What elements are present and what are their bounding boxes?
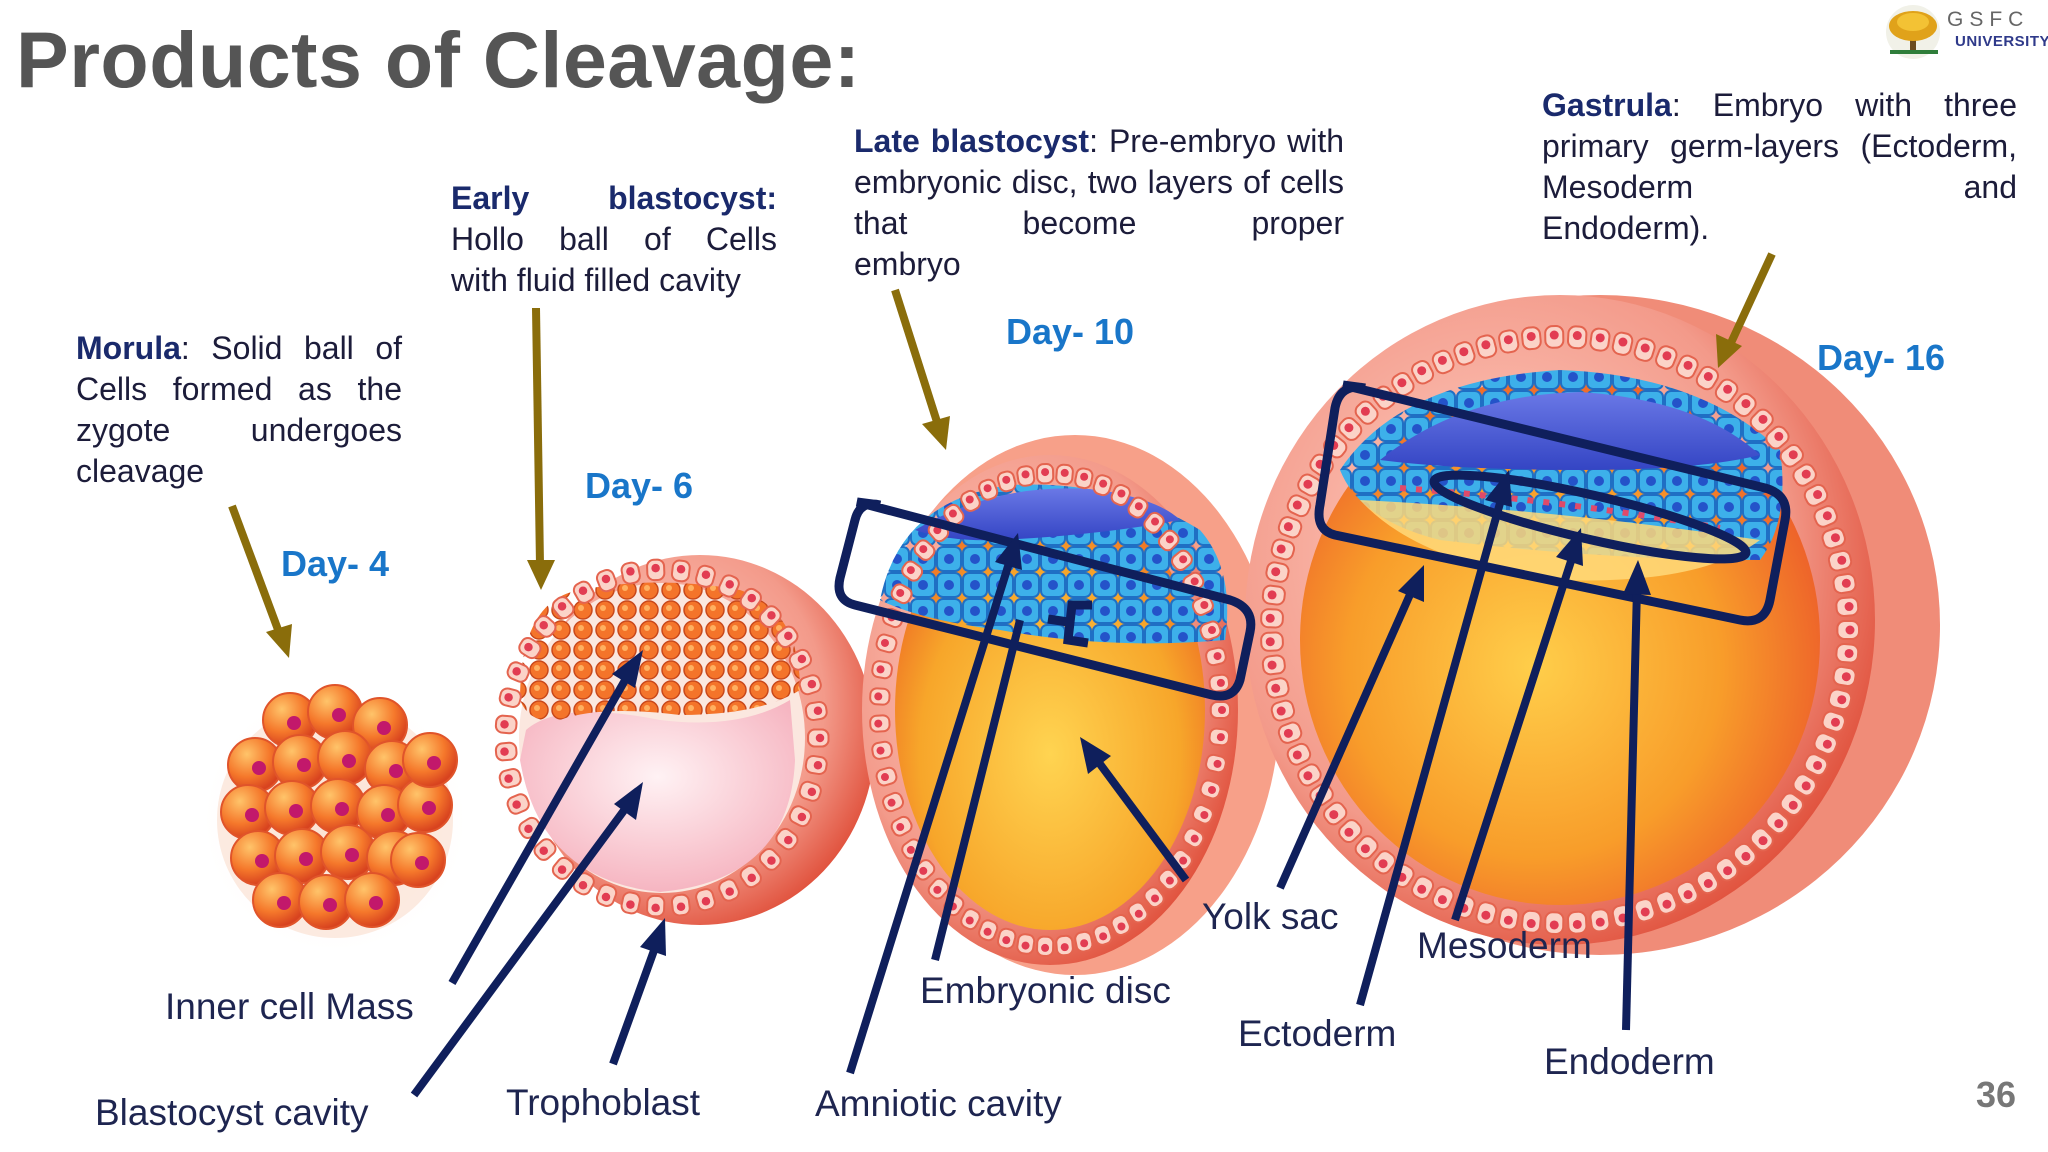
late-blastocyst-arrowhead bbox=[922, 416, 950, 450]
ectoderm-arrow bbox=[1276, 588, 1416, 890]
blastocyst-cavity-label: Blastocyst cavity bbox=[95, 1092, 369, 1133]
embryonic-disc-label: Embryonic disc bbox=[920, 970, 1171, 1011]
late-blastocyst-text-last: embryo bbox=[854, 246, 961, 282]
morula-text-last: cleavage bbox=[76, 453, 205, 489]
early-blastocyst-drawing bbox=[494, 555, 875, 925]
late-blastocyst-term: Late blastocyst bbox=[854, 123, 1090, 159]
early-blastocyst-text: Hollo ball of Cells bbox=[451, 221, 777, 257]
logo-line2: UNIVERSITY bbox=[1955, 33, 2048, 50]
endoderm-arrow bbox=[1622, 587, 1641, 1031]
morula-arrow bbox=[228, 504, 284, 637]
morula-text: : Solid ball of Cells formed as the zygo… bbox=[76, 330, 402, 448]
gastrula-arrowhead bbox=[1716, 334, 1742, 368]
morula-term: Morula bbox=[76, 330, 181, 366]
day-4-label: Day- 4 bbox=[281, 543, 390, 584]
late-blastocyst-drawing bbox=[862, 435, 1280, 975]
gastrula-description: Gastrula: Embryo with three primary germ… bbox=[1542, 85, 2017, 249]
gastrula-text: : Embryo with three primary germ-layers … bbox=[1542, 87, 2017, 205]
inner-cell-mass-label: Inner cell Mass bbox=[165, 986, 414, 1027]
gastrula-term: Gastrula bbox=[1542, 87, 1672, 123]
day-16-label: Day- 16 bbox=[1817, 337, 1946, 378]
page-number: 36 bbox=[1975, 1074, 2016, 1115]
embryonic-disc-arrow bbox=[931, 619, 1024, 961]
inner-cell-mass-arrow bbox=[448, 673, 632, 985]
late-blastocyst-arrow bbox=[891, 288, 942, 427]
ectoderm-label: Ectoderm bbox=[1238, 1013, 1397, 1054]
trophoblast-label: Trophoblast bbox=[506, 1082, 701, 1123]
blastocyst-cavity-arrow bbox=[410, 802, 632, 1098]
tree-logo-icon bbox=[1886, 5, 1940, 59]
late-blastocyst-text: : Pre-embryo with embryonic disc, two la… bbox=[854, 123, 1345, 241]
yolk-sac-arrow bbox=[1093, 757, 1190, 883]
morula-description: Morula: Solid ball of Cells formed as th… bbox=[76, 328, 402, 492]
late-blastocyst-description: Late blastocyst: Pre-embryo with embryon… bbox=[854, 121, 1344, 285]
amniotic-cavity-arrow bbox=[846, 558, 1014, 1075]
logo-line1: GSFC bbox=[1947, 8, 2030, 31]
gastrula-text-last: Endoderm). bbox=[1542, 210, 1710, 246]
germ-layer-ellipse bbox=[1429, 470, 1751, 564]
pointer-arrows bbox=[410, 470, 1651, 1098]
day-10-label: Day- 10 bbox=[1006, 311, 1135, 352]
page-title: Products of Cleavage: bbox=[16, 15, 861, 104]
early-blastocyst-arrow bbox=[532, 307, 544, 566]
stage-arrows bbox=[228, 252, 1776, 658]
late-blastocyst-highlight-box bbox=[834, 497, 1256, 701]
ectoderm-arrow-2 bbox=[1356, 494, 1506, 1007]
highlight-boxes bbox=[834, 380, 1791, 701]
trophoblast-arrow bbox=[609, 943, 660, 1066]
university-logo: GSFC UNIVERSITY bbox=[1885, 2, 2048, 68]
yolk-sac-label: Yolk sac bbox=[1202, 896, 1339, 937]
early-blastocyst-term: Early blastocyst: bbox=[451, 180, 777, 216]
mesoderm-arrow bbox=[1451, 553, 1577, 922]
gastrula-highlight-box bbox=[1314, 380, 1791, 626]
early-blastocyst-text-last: with fluid filled cavity bbox=[451, 262, 741, 298]
morula-drawing bbox=[207, 684, 463, 948]
gastrula-drawing bbox=[1245, 295, 1940, 955]
amniotic-cavity-label: Amniotic cavity bbox=[815, 1083, 1062, 1124]
morula-arrowhead bbox=[266, 624, 292, 658]
gastrula-arrow bbox=[1726, 252, 1776, 347]
early-blastocyst-description: Early blastocyst: Hollo ball of Cells wi… bbox=[451, 178, 777, 301]
day-6-label: Day- 6 bbox=[585, 465, 694, 506]
mesoderm-label: Mesoderm bbox=[1417, 925, 1592, 966]
endoderm-label: Endoderm bbox=[1544, 1041, 1715, 1082]
embryonic-disc-bracket bbox=[1047, 600, 1092, 648]
early-blastocyst-arrowhead bbox=[527, 560, 555, 590]
